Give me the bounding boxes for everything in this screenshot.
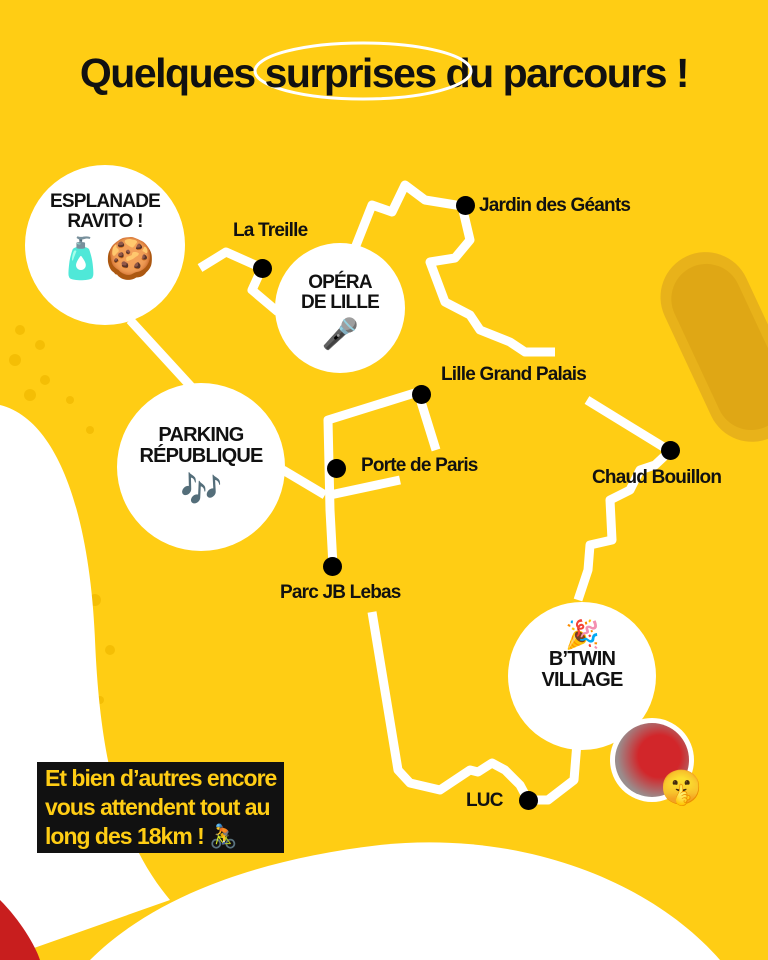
- note-line1: Et bien d’autres encore: [45, 764, 277, 793]
- stop-dot-parc-jb-lebas: [323, 557, 342, 576]
- parking-line1: PARKING: [158, 424, 244, 446]
- water-biscuit-icon: 🧴🍪: [55, 236, 155, 281]
- label-porte-de-paris: Porte de Paris: [361, 455, 478, 476]
- stop-dot-porte-de-paris: [327, 459, 346, 478]
- fireworks-icon: 🎉: [564, 619, 600, 650]
- stop-dot-chaud-bouillon: [661, 441, 680, 460]
- page-title: Quelques surprises du parcours !: [0, 41, 768, 101]
- highlight-parking: PARKING RÉPUBLIQUE 🎶: [117, 383, 285, 551]
- highlight-esplanade: ESPLANADE RAVITO ! 🧴🍪: [25, 165, 185, 325]
- stop-dot-la-treille: [253, 259, 272, 278]
- esplanade-line1: ESPLANADE: [50, 191, 161, 212]
- microphone-icon: 🎤: [321, 317, 359, 351]
- label-parc-jb-lebas: Parc JB Lebas: [280, 582, 401, 603]
- title-highlight-text: surprises: [264, 50, 438, 96]
- music-notes-icon: 🎶: [180, 471, 222, 509]
- parking-line2: RÉPUBLIQUE: [139, 445, 263, 467]
- label-jardin-des-geants: Jardin des Géants: [479, 195, 631, 216]
- label-luc: LUC: [466, 790, 503, 811]
- btwin-line2: VILLAGE: [541, 669, 623, 692]
- title-highlight: surprises: [253, 41, 473, 101]
- shush-emoji-icon: 🤫: [660, 769, 703, 807]
- highlight-opera: OPÉRA DE LILLE 🎤: [275, 243, 405, 373]
- btwin-line1: B’TWIN: [548, 648, 616, 671]
- note-line2: vous attendent tout au: [45, 793, 271, 822]
- btwin-photo: [615, 723, 689, 797]
- white-blob-bottom: [90, 842, 720, 960]
- note-line3: long des 18km ! 🚴: [45, 822, 238, 851]
- label-lille-grand-palais: Lille Grand Palais: [441, 364, 587, 385]
- opera-line1: OPÉRA: [308, 272, 372, 293]
- title-text-end: du parcours !: [435, 50, 690, 96]
- btwin-photo-frame: [610, 718, 694, 802]
- stop-dot-jardin: [456, 196, 475, 215]
- ellipse-highlight-icon: [253, 41, 473, 101]
- opera-line2: DE LILLE: [300, 291, 380, 313]
- label-chaud-bouillon: Chaud Bouillon: [592, 467, 722, 488]
- label-la-treille: La Treille: [233, 220, 308, 241]
- red-corner: [0, 900, 40, 960]
- esplanade-line2: RAVITO !: [67, 210, 143, 232]
- stop-dot-lille-grand-palais: [412, 385, 431, 404]
- stop-dot-luc: [519, 791, 538, 810]
- biscuit-image: [660, 252, 768, 442]
- info-note: Et bien d’autres encore vous attendent t…: [37, 762, 285, 853]
- title-text: Quelques: [79, 50, 265, 96]
